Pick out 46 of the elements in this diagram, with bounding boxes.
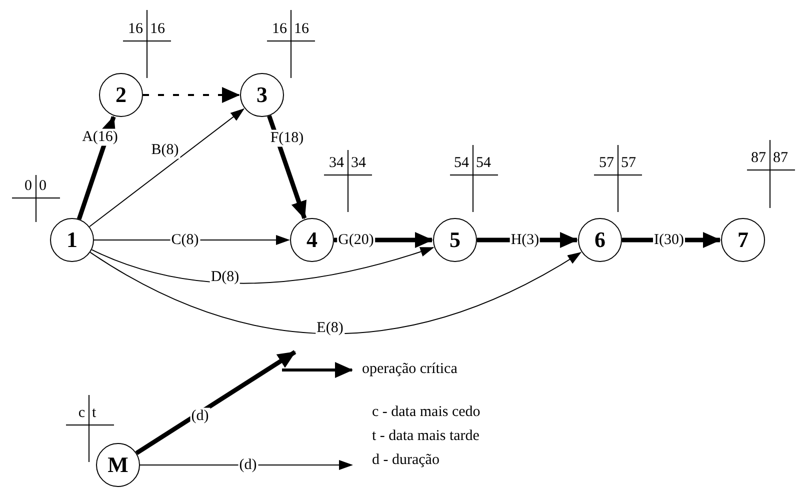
event-circle: 5 — [433, 218, 477, 262]
latest-date: 57 — [621, 156, 636, 171]
earliest-date: 16 — [272, 22, 287, 37]
event-circle: 3 — [240, 73, 284, 117]
arrow — [140, 460, 353, 470]
earliest-date: c — [78, 406, 85, 421]
arrow — [90, 252, 582, 334]
event-circle: 4 — [290, 218, 334, 262]
latest-date: 87 — [773, 151, 788, 166]
edge-label: F(18) — [269, 130, 305, 146]
earliest-date: 0 — [24, 179, 32, 194]
latest-date: 16 — [294, 22, 309, 37]
legend-text: operação crítica — [362, 362, 458, 377]
earliest-date: 87 — [751, 151, 766, 166]
latest-date: t — [92, 406, 96, 421]
event-circle: 7 — [721, 218, 765, 262]
arrow — [135, 350, 296, 456]
earliest-date: 34 — [329, 156, 344, 171]
edge-label: (d) — [238, 456, 258, 474]
event-circle: 2 — [99, 73, 143, 117]
latest-date: 16 — [150, 22, 165, 37]
edge-label: E(8) — [316, 320, 344, 336]
latest-date: 0 — [39, 179, 46, 194]
arrow — [143, 87, 240, 103]
notation-note: c - data mais cedo — [372, 405, 480, 420]
event-circle: 6 — [578, 218, 622, 262]
edge-label: D(8) — [210, 268, 240, 286]
arrow — [89, 108, 244, 228]
arrow — [267, 115, 307, 220]
event-circle: 1 — [50, 218, 94, 262]
event-circle: M — [96, 443, 140, 487]
edge-label: I(30) — [653, 232, 685, 248]
earliest-date: 54 — [454, 156, 469, 171]
latest-date: 54 — [476, 156, 491, 171]
notation-note: t - data mais tarde — [372, 429, 480, 444]
edge-label: C(8) — [170, 232, 200, 248]
earliest-date: 57 — [599, 156, 614, 171]
edge-label: B(8) — [150, 142, 180, 158]
earliest-date: 16 — [128, 22, 143, 37]
edge-label: G(20) — [337, 232, 375, 248]
latest-date: 34 — [351, 156, 366, 171]
edge-label: (d) — [190, 408, 210, 424]
edge-label: A(16) — [81, 128, 119, 146]
arrow — [91, 246, 434, 284]
edge-label: H(3) — [510, 232, 540, 248]
notation-note: d - duração — [372, 453, 440, 468]
